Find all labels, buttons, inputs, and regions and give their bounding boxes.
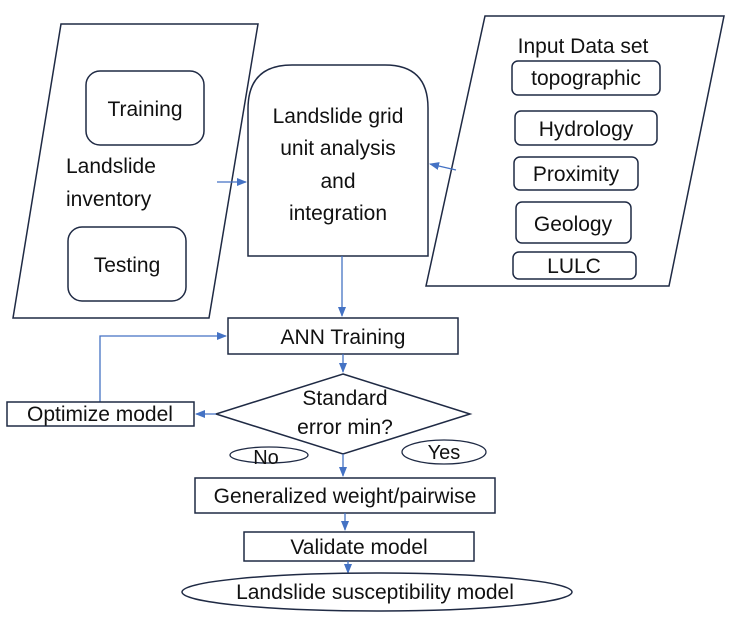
input-item-box: [511, 60, 661, 96]
testing-label: Testing: [94, 254, 161, 277]
input-item-hydrology: Hydrology: [539, 118, 634, 141]
susceptibility-model-label: Landslide susceptibility model: [236, 581, 514, 604]
input-item-lulc: LULC: [547, 255, 601, 278]
input-item-box: [514, 110, 658, 146]
grid-analysis-shape: [247, 64, 429, 257]
training-label: Training: [107, 98, 182, 121]
grid-analysis-box: Landslide grid unit analysis and integra…: [247, 64, 429, 257]
decision-label-line1: Standard: [302, 387, 387, 410]
validate-model-label: Validate model: [290, 536, 427, 559]
validate-model-box: [243, 531, 475, 562]
input-dataset-panel: Input Data set topographic Hydrology Pro…: [425, 15, 725, 287]
generalized-weight-box: [194, 477, 496, 514]
input-item-box: [512, 251, 637, 280]
input-dataset-title: Input Data set: [518, 35, 649, 58]
ann-training-label: ANN Training: [281, 326, 406, 349]
no-branch-ellipse: [229, 446, 309, 464]
grid-analysis-line2: unit analysis: [280, 137, 396, 160]
landslide-inventory-panel: Training Landslide inventory Testing: [12, 23, 259, 319]
input-item-proximity: Proximity: [533, 163, 620, 186]
optimize-model-box: [6, 401, 195, 427]
decision-label-line2: error min?: [297, 416, 393, 439]
grid-analysis-line3: and: [320, 170, 355, 193]
inputs-to-grid-arrow: [429, 162, 457, 171]
testing-box: [67, 226, 187, 302]
susceptibility-model-ellipse: [181, 572, 573, 612]
grid-analysis-line4: integration: [289, 202, 387, 225]
input-item-topographic: topographic: [531, 67, 641, 90]
input-item-box: [513, 156, 639, 191]
landslide-inventory-label-line1: Landslide: [66, 155, 156, 178]
input-item-geology: Geology: [534, 213, 613, 236]
generalized-weight-label: Generalized weight/pairwise: [214, 485, 477, 508]
grid-analysis-line1: Landslide grid: [273, 105, 404, 128]
optimize-feedback-arrow: [99, 332, 227, 402]
landslide-inventory-label-line2: inventory: [66, 188, 152, 211]
yes-branch-label: Yes: [428, 442, 461, 464]
optimize-model-label: Optimize model: [27, 403, 173, 426]
yes-branch-ellipse: [401, 439, 487, 465]
input-item-box: [515, 201, 632, 244]
training-box: [85, 70, 205, 146]
no-branch-label: No: [253, 447, 279, 469]
